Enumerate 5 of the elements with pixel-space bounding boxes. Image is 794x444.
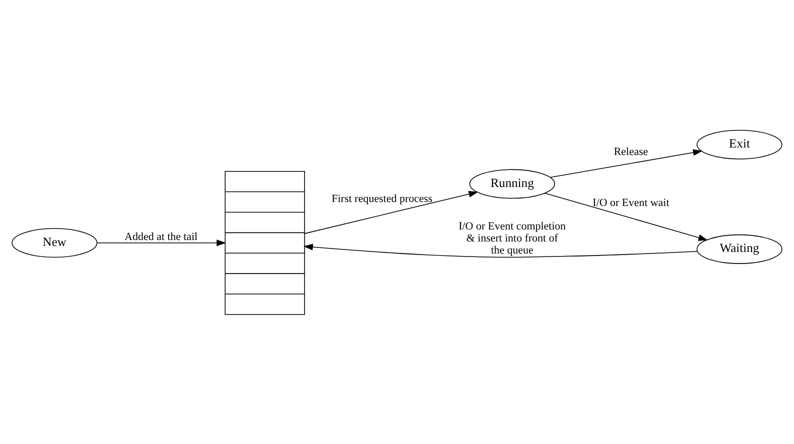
edge-label: I/O or Event wait: [592, 196, 670, 209]
edge-label: Added at the tail: [124, 230, 198, 242]
edge-label: Release: [614, 145, 648, 158]
edge-label: First requested process: [332, 192, 432, 205]
edge-label: I/O or Event completion & insert into front of the queue: [458, 220, 566, 256]
